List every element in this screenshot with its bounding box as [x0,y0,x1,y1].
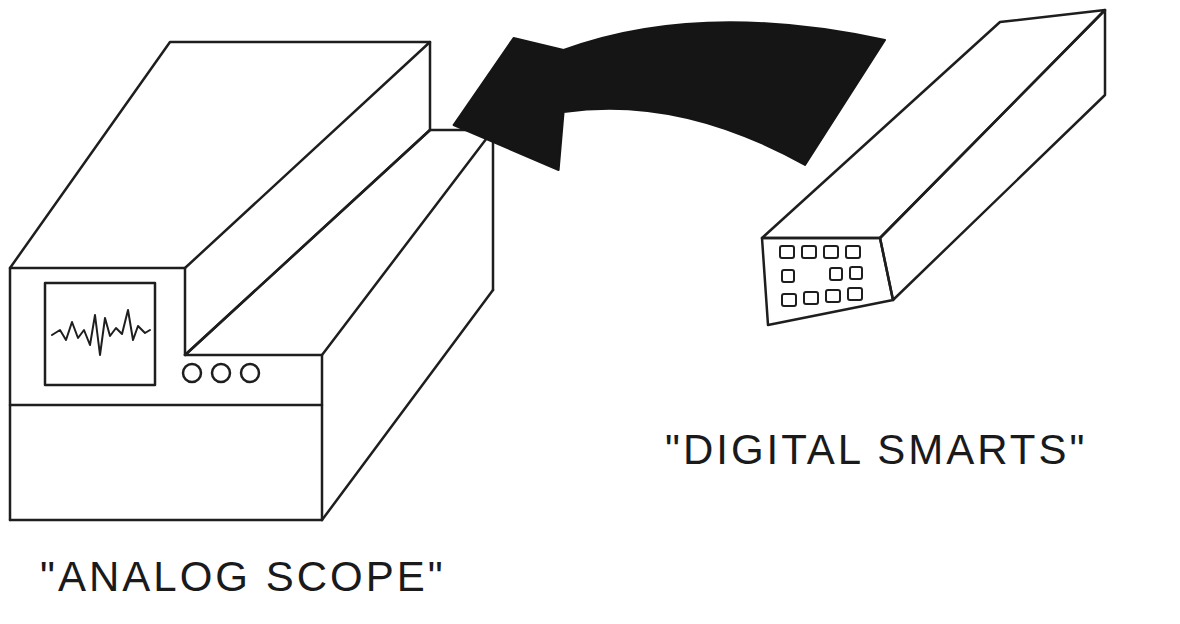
analog-scope-body [10,42,493,520]
scope-edge [429,42,432,130]
scope-panel-line [10,404,322,407]
module-button [802,246,816,258]
equipment-node: "ANALOG SCOPE" [5,40,454,615]
scope-edge [184,268,187,355]
scope-knob [241,364,259,382]
module-button [782,270,794,282]
scope-edge [10,519,322,522]
scope-edge [9,268,12,520]
module-button [782,294,796,306]
device-caption: "ANALOG SCOPE" [40,552,446,602]
module-button [804,292,818,304]
module-buttons [780,246,862,306]
module-button [830,268,842,280]
module-button [780,246,794,258]
scope-edge [321,355,324,520]
equipment-node: "DIGITAL SMARTS" [655,40,1175,480]
module-button [846,246,860,258]
scope-edge [492,130,495,290]
waveform-trace [52,310,150,355]
scope-top-face [10,42,430,268]
module-button [826,290,840,302]
scope-slot-face [185,130,493,355]
scope-edge [322,290,493,520]
module-button [850,267,862,279]
device-caption: "DIGITAL SMARTS" [665,425,1087,475]
scope-knob [212,364,230,382]
module-front-face [762,238,893,325]
scope-screen [45,283,155,385]
module-button [824,246,838,258]
scope-knob [183,364,201,382]
module-button [848,288,862,300]
insert-arrow [454,22,885,170]
module-side-face [880,10,1105,300]
